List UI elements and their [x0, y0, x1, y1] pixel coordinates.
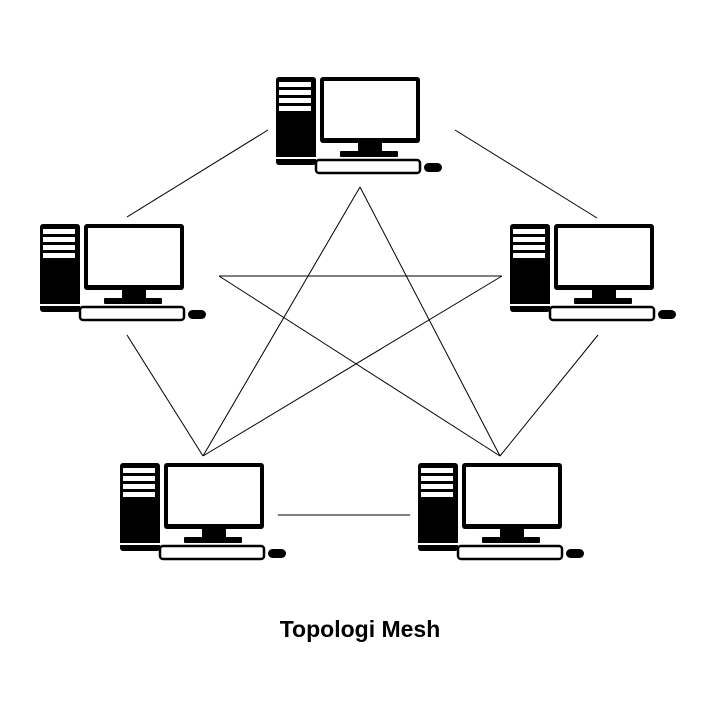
mesh-links	[126, 129, 599, 516]
desktop-computer-icon-bottom-right	[416, 461, 586, 561]
link-top-right	[454, 129, 598, 219]
desktop-computer-icon-bottom-left	[118, 461, 288, 561]
link-top-bottom-right	[359, 186, 501, 457]
desktop-computer-icon-top	[274, 75, 444, 175]
mesh-nodes	[38, 75, 678, 561]
link-top-bottom-left	[202, 186, 361, 457]
link-left-bottom-right	[218, 275, 501, 457]
link-right-bottom-right	[499, 334, 599, 457]
desktop-computer-icon-left	[38, 222, 208, 322]
desktop-computer-icon-right	[508, 222, 678, 322]
diagram-caption: Topologi Mesh	[279, 616, 441, 642]
link-left-bottom-left	[126, 334, 204, 457]
link-right-bottom-left	[202, 275, 503, 457]
link-top-left	[126, 129, 269, 218]
